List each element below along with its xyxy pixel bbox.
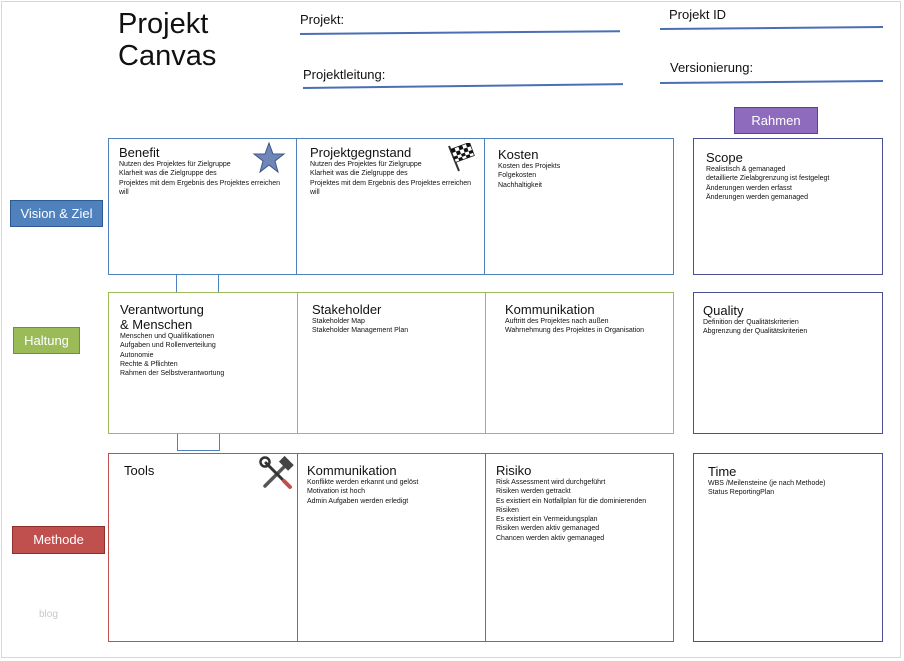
stakeholder-cell: Stakeholder Stakeholder Map Stakeholder …: [298, 292, 486, 434]
haltung-row: [108, 292, 674, 434]
verantwortung-title: Verantwortung & Menschen: [120, 302, 204, 332]
quality-box: Quality Definition der Qualitätskriterie…: [693, 292, 883, 434]
kosten-cell: Kosten Kosten des Projekts Folgekosten N…: [485, 138, 674, 275]
quality-title: Quality: [703, 303, 744, 318]
time-title: Time: [708, 464, 737, 479]
vision-ziel-label: Vision & Ziel: [10, 200, 103, 227]
kommunikation-methode-title: Kommunikation: [307, 463, 397, 478]
kosten-items: Kosten des Projekts Folgekosten Nachhalt…: [498, 163, 561, 189]
risiko-items: Risk Assessment wird durchgeführt Risike…: [496, 479, 647, 542]
kommunikation-methode-cell: Kommunikation Konflikte werden erkannt u…: [298, 453, 486, 642]
projekt-label: Projekt:: [300, 12, 345, 27]
projekt-id-label: Projekt ID: [669, 7, 727, 22]
stakeholder-items: Stakeholder Map Stakeholder Management P…: [312, 318, 409, 335]
tools-title: Tools: [124, 463, 155, 478]
kommunikation-haltung-cell: Kommunikation Auftritt des Projektes nac…: [486, 292, 674, 434]
stakeholder-title: Stakeholder: [312, 302, 382, 317]
tools-cell: Tools: [108, 453, 298, 642]
haltung-methode-connector: [177, 432, 220, 451]
watermark-text: blog: [39, 609, 58, 620]
projektgegenstand-items: Nutzen des Projektes für Zielgruppe Klar…: [310, 161, 472, 196]
haltung-label: Haltung: [13, 327, 80, 354]
checkered-flag-icon: [448, 143, 475, 172]
versionierung-label: Versionierung:: [670, 60, 754, 75]
quality-items: Definition der Qualitätskriterien Abgren…: [703, 319, 808, 336]
projektgegenstand-title: Projektgegnstand: [310, 145, 412, 160]
title-line-1: Projekt: [118, 8, 209, 40]
time-box: Time WBS /Meilensteine (je nach Methode)…: [693, 453, 883, 642]
scope-items: Realistisch & gemanaged detaillierte Zie…: [706, 166, 830, 201]
tools-icon: [259, 455, 294, 489]
page-title: Projekt Canvas: [118, 8, 216, 72]
title-line-2: Canvas: [118, 40, 217, 72]
rahmen-label: Rahmen: [734, 107, 818, 134]
methode-label: Methode: [12, 526, 105, 554]
benefit-items: Nutzen des Projektes für Zielgruppe Klar…: [119, 161, 281, 196]
methode-row: [108, 453, 674, 642]
scope-title: Scope: [706, 150, 743, 165]
kommunikation-methode-items: Konflikte werden erkannt und gelöst Moti…: [307, 479, 419, 505]
time-items: WBS /Meilensteine (je nach Methode) Stat…: [708, 480, 826, 497]
kommunikation-haltung-title: Kommunikation: [505, 302, 595, 317]
projektgegenstand-cell: Projektgegnstand Nutzen des Projektes fü…: [297, 138, 485, 275]
star-icon: [252, 141, 286, 174]
vision-haltung-connector: [176, 274, 219, 293]
projektleitung-label: Projektleitung:: [303, 67, 386, 82]
verantwortung-items: Menschen und Qualifikationen Aufgaben un…: [120, 333, 225, 378]
risiko-cell: Risiko Risk Assessment wird durchgeführt…: [486, 453, 674, 642]
benefit-title: Benefit: [119, 145, 160, 160]
kosten-title: Kosten: [498, 147, 539, 162]
benefit-cell: Benefit Nutzen des Projektes für Zielgru…: [108, 138, 297, 275]
verantwortung-cell: Verantwortung & Menschen Menschen und Qu…: [108, 292, 298, 434]
kommunikation-haltung-items: Auftritt des Projektes nach außen Wahrne…: [505, 318, 645, 335]
scope-box: Scope Realistisch & gemanaged detaillier…: [693, 138, 883, 275]
risiko-title: Risiko: [496, 463, 532, 478]
